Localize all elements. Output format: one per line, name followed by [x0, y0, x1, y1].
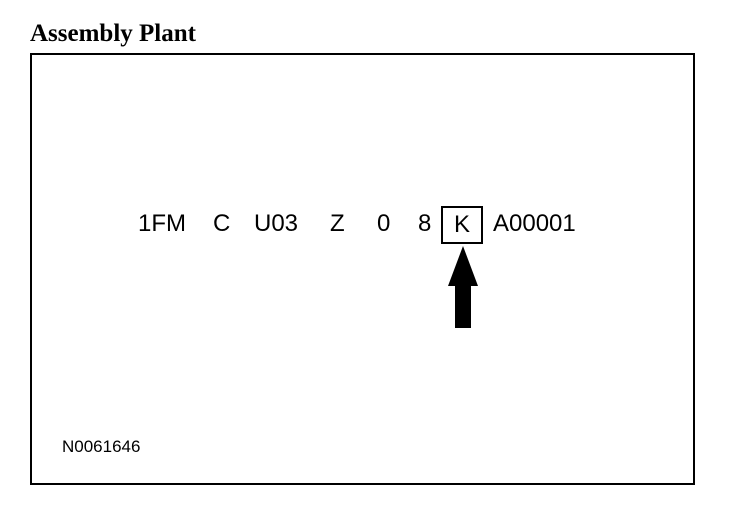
vin-segment-check-digit: 0: [377, 210, 391, 237]
vin-segment-model-year: 8: [418, 210, 432, 237]
diagram-title: Assembly Plant: [30, 20, 196, 47]
vin-segment-model: U03: [254, 210, 299, 237]
pointer-arrow-icon: [448, 246, 478, 328]
vin-segment-restraint: C: [213, 210, 231, 237]
arrow-shape: [448, 246, 478, 328]
diagram-frame: [30, 53, 695, 485]
vin-segment-assembly-plant-box: K: [441, 206, 483, 244]
vin-segment-engine: Z: [330, 210, 345, 237]
figure-code: N0061646: [62, 437, 141, 456]
vin-segment-serial-number: A00001: [493, 210, 576, 237]
vin-segment-assembly-plant: K: [453, 211, 470, 238]
vin-segment-wmi: 1FM: [138, 210, 186, 237]
